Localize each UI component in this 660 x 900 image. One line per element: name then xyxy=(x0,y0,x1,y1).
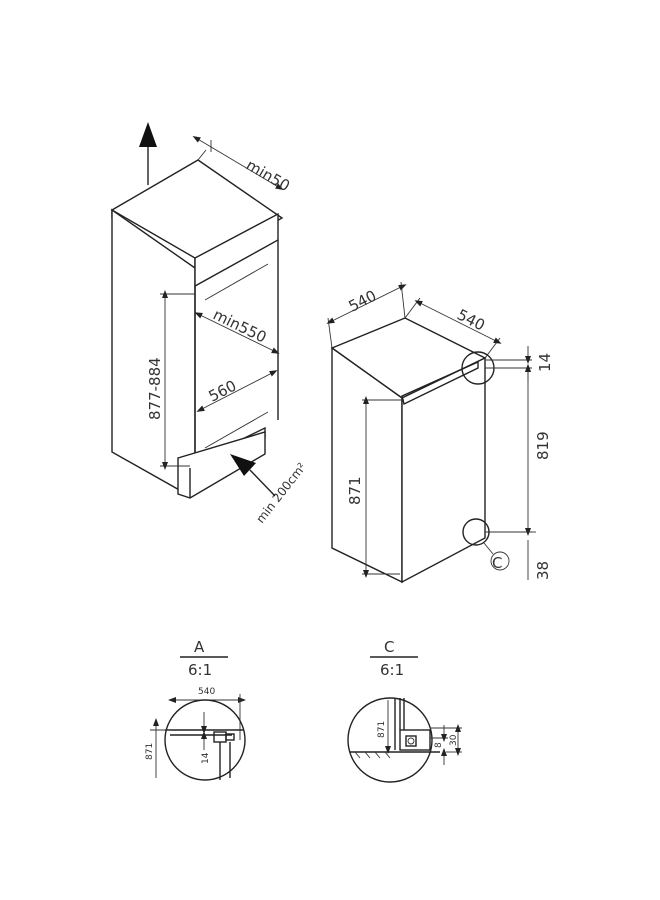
appliance-front xyxy=(401,356,486,584)
dim-width-label: 540 xyxy=(346,287,380,316)
niche-cabinet-view: min50 877-884 min550 560 min 200cm² xyxy=(110,122,309,526)
dim-14: 14 xyxy=(485,346,554,382)
detail-c-scale: 6:1 xyxy=(380,661,404,679)
dim-871: 871 xyxy=(346,396,404,578)
dim-560: 560 xyxy=(196,370,278,412)
dim-min550: min550 xyxy=(194,305,280,354)
callout-c-circle xyxy=(462,518,490,546)
dim-height-range-label: 877-884 xyxy=(146,357,164,420)
appliance-view: 540 540 14 819 38 xyxy=(326,281,554,584)
dim-819-label: 819 xyxy=(534,431,552,460)
dim-38-label: 38 xyxy=(534,561,552,580)
ventilation-arrow: min 200cm² xyxy=(230,454,309,526)
detail-c: C 6:1 871 8 30 xyxy=(347,638,462,783)
airflow-up-arrow xyxy=(139,122,157,185)
detail-a: A 6:1 540 871 14 xyxy=(145,638,246,781)
detail-a-scale: 6:1 xyxy=(188,661,212,679)
dim-871-label: 871 xyxy=(346,476,364,505)
detail-c-letter: C xyxy=(384,638,394,656)
detail-a-circle xyxy=(164,699,246,781)
dim-depth-label: 540 xyxy=(454,306,488,335)
niche-plinth xyxy=(177,431,266,499)
detail-a-letter: A xyxy=(194,638,205,656)
dim-819: 819 xyxy=(485,364,552,536)
dim-min50-label: min50 xyxy=(243,156,293,195)
dim-38: 38 xyxy=(520,531,552,580)
dim-14-label: 14 xyxy=(536,353,554,372)
dim-560-label: 560 xyxy=(206,377,240,406)
detail-c-circle xyxy=(347,697,433,783)
detail-a-dim-14: 14 xyxy=(201,752,211,764)
detail-c-dim-8: 8 xyxy=(434,742,444,748)
dim-height-range: 877-884 xyxy=(146,290,195,470)
detail-a-dim-540: 540 xyxy=(198,687,215,697)
detail-c-dim-30: 30 xyxy=(449,734,459,746)
dim-ventilation-label: min 200cm² xyxy=(253,460,309,526)
dim-min550-label: min550 xyxy=(210,305,269,346)
detail-a-dim-871: 871 xyxy=(145,743,155,760)
callout-c-label: C xyxy=(492,554,502,572)
detail-c-dim-871: 871 xyxy=(377,721,387,738)
